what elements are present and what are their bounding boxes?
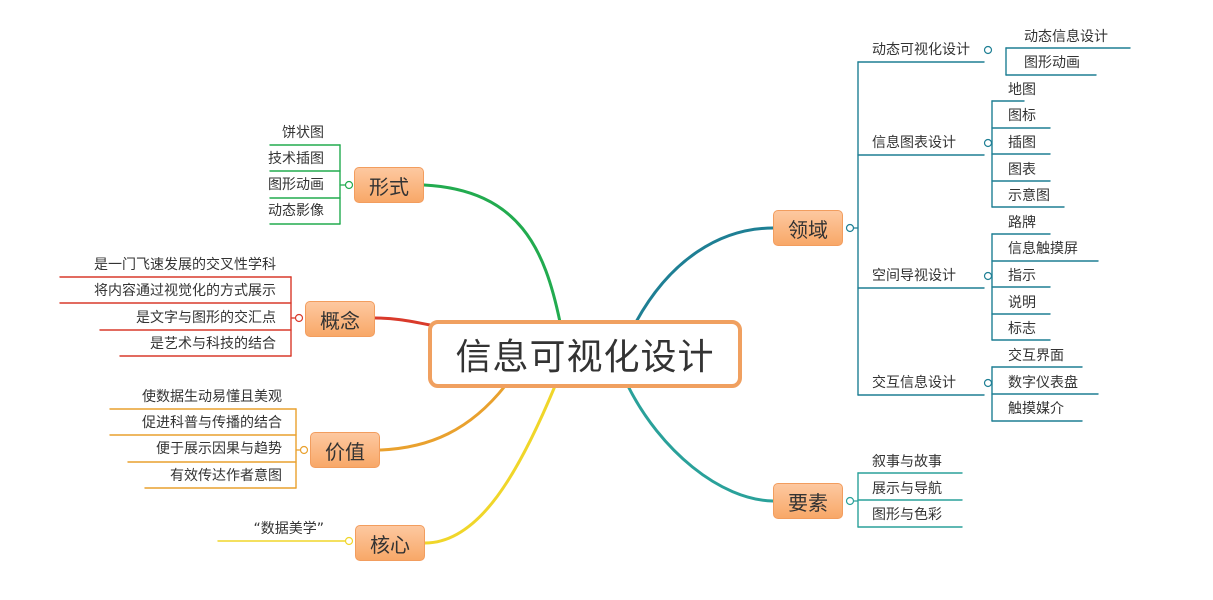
leaf-gainian-2[interactable]: 将内容通过视觉化的方式展示 xyxy=(94,283,276,299)
connector-jiazhi xyxy=(378,384,507,452)
leaf-jiazhi-3[interactable]: 便于展示因果与趋势 xyxy=(156,441,282,457)
leaf-lingyu-2-5[interactable]: 示意图 xyxy=(1008,188,1050,204)
lingyu-collapse-knob[interactable] xyxy=(845,223,855,233)
sub-lingyu-4[interactable]: 交互信息设计 xyxy=(872,375,956,391)
leaf-jiazhi-2[interactable]: 促进科普与传播的结合 xyxy=(142,415,282,431)
leaf-yaosu-2[interactable]: 展示与导航 xyxy=(872,481,942,497)
jiazhi-collapse-knob[interactable] xyxy=(299,445,309,455)
leaf-gainian-3[interactable]: 是文字与图形的交汇点 xyxy=(136,310,276,326)
leaf-gainian-4[interactable]: 是艺术与科技的结合 xyxy=(150,336,276,352)
hexin-collapse-knob[interactable] xyxy=(344,536,354,546)
xingshi-collapse-knob[interactable] xyxy=(344,180,354,190)
leaf-lingyu-3-5[interactable]: 标志 xyxy=(1008,321,1036,337)
topic-hexin[interactable]: 核心 xyxy=(355,525,425,561)
leaf-lingyu-4-2[interactable]: 数字仪表盘 xyxy=(1008,375,1078,391)
connector-yaosu xyxy=(626,384,775,503)
leaf-yaosu-3[interactable]: 图形与色彩 xyxy=(872,507,942,523)
leaf-jiazhi-1[interactable]: 使数据生动易懂且美观 xyxy=(142,389,282,405)
topic-gainian[interactable]: 概念 xyxy=(305,301,375,337)
leaf-lingyu-2-4[interactable]: 图表 xyxy=(1008,162,1036,178)
root-topic[interactable]: 信息可视化设计 xyxy=(428,320,742,388)
connector-xingshi xyxy=(422,183,562,324)
leaf-jiazhi-4[interactable]: 有效传达作者意图 xyxy=(170,468,282,484)
leaf-xingshi-1[interactable]: 饼状图 xyxy=(282,125,324,141)
connector-hexin xyxy=(423,384,557,545)
leaf-lingyu-2-2[interactable]: 图标 xyxy=(1008,108,1036,124)
leaf-lingyu-3-2[interactable]: 信息触摸屏 xyxy=(1008,241,1078,257)
gainian-collapse-knob[interactable] xyxy=(294,313,304,323)
topic-xingshi[interactable]: 形式 xyxy=(354,167,424,203)
lingyu-sub-knob-4[interactable] xyxy=(983,378,993,388)
sub-lingyu-3[interactable]: 空间导视设计 xyxy=(872,268,956,284)
leaf-gainian-1[interactable]: 是一门飞速发展的交叉性学科 xyxy=(94,257,276,273)
leaf-yaosu-1[interactable]: 叙事与故事 xyxy=(872,454,942,470)
sub-lingyu-2[interactable]: 信息图表设计 xyxy=(872,135,956,151)
leaf-lingyu-4-1[interactable]: 交互界面 xyxy=(1008,348,1064,364)
leaf-lingyu-3-4[interactable]: 说明 xyxy=(1008,295,1036,311)
leaf-lingyu-4-3[interactable]: 触摸媒介 xyxy=(1008,401,1064,417)
connector-gainian xyxy=(373,316,432,327)
lingyu-sub-knob-1[interactable] xyxy=(983,45,993,55)
leaf-hexin-1[interactable]: “数据美学” xyxy=(253,521,324,537)
lingyu-sub-knob-3[interactable] xyxy=(983,271,993,281)
leaf-xingshi-3[interactable]: 图形动画 xyxy=(268,177,324,193)
leaf-lingyu-3-1[interactable]: 路牌 xyxy=(1008,215,1036,231)
sub-lingyu-1[interactable]: 动态可视化设计 xyxy=(872,42,970,58)
leaf-xingshi-4[interactable]: 动态影像 xyxy=(268,203,324,219)
leaf-lingyu-3-3[interactable]: 指示 xyxy=(1008,268,1036,284)
connector-lingyu xyxy=(634,226,775,324)
lingyu-sub-knob-2[interactable] xyxy=(983,138,993,148)
leaf-lingyu-2-1[interactable]: 地图 xyxy=(1008,82,1036,98)
leaf-xingshi-2[interactable]: 技术插图 xyxy=(268,151,324,167)
topic-lingyu[interactable]: 领域 xyxy=(773,210,843,246)
leaf-lingyu-2-3[interactable]: 插图 xyxy=(1008,135,1036,151)
yaosu-collapse-knob[interactable] xyxy=(845,496,855,506)
topic-yaosu[interactable]: 要素 xyxy=(773,483,843,519)
leaf-lingyu-1-1[interactable]: 动态信息设计 xyxy=(1024,29,1108,45)
topic-jiazhi[interactable]: 价值 xyxy=(310,432,380,468)
leaf-lingyu-1-2[interactable]: 图形动画 xyxy=(1024,55,1080,71)
